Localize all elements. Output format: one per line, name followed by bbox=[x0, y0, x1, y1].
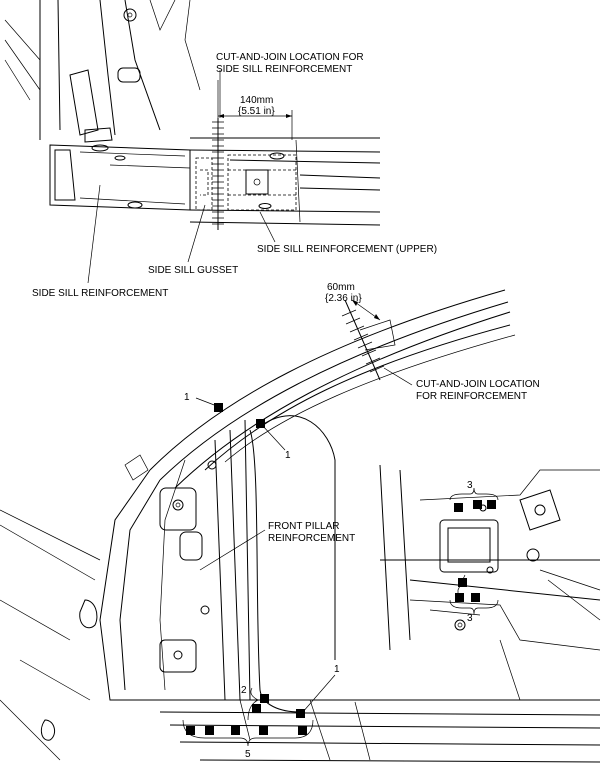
weld-spot bbox=[298, 726, 307, 735]
weld-spot bbox=[260, 694, 269, 703]
weld-spot bbox=[471, 593, 480, 602]
callout-5: 5 bbox=[245, 749, 251, 760]
weld-spot bbox=[259, 726, 268, 735]
cut-join-sill-label-2: SIDE SILL REINFORCEMENT bbox=[216, 64, 352, 75]
dim-140-mm: 140mm bbox=[240, 95, 273, 106]
dim-140-in: {5.51 in} bbox=[238, 106, 275, 117]
front-pillar-label-2: REINFORCEMENT bbox=[268, 533, 355, 544]
callout-1-upper-right: 1 bbox=[285, 450, 291, 461]
weld-spot bbox=[487, 500, 496, 509]
callout-3-top: 3 bbox=[467, 480, 473, 491]
weld-spot bbox=[214, 403, 223, 412]
callout-2: 2 bbox=[241, 685, 247, 696]
cut-join-sill-label-1: CUT-AND-JOIN LOCATION FOR bbox=[216, 52, 364, 63]
weld-spot bbox=[473, 500, 482, 509]
side-sill-drawing bbox=[4, 0, 381, 284]
front-pillar-labels: 60mm {2.36 in} CUT-AND-JOIN LOCATION FOR… bbox=[184, 282, 540, 760]
front-pillar-label-1: FRONT PILLAR bbox=[268, 521, 340, 532]
front-pillar-drawing bbox=[0, 289, 601, 763]
side-sill-gusset-label: SIDE SILL GUSSET bbox=[148, 265, 238, 276]
weld-spot bbox=[296, 709, 305, 718]
side-sill-reinf-upper-label: SIDE SILL REINFORCEMENT (UPPER) bbox=[257, 244, 437, 255]
weld-spot bbox=[454, 503, 463, 512]
weld-spot bbox=[231, 726, 240, 735]
callout-1-lower: 1 bbox=[334, 664, 340, 675]
dim-60-mm: 60mm bbox=[327, 282, 355, 293]
weld-spot bbox=[205, 726, 214, 735]
cut-join-reinf-label-1: CUT-AND-JOIN LOCATION bbox=[416, 379, 540, 390]
weld-spot bbox=[256, 419, 265, 428]
weld-spot-markers bbox=[186, 403, 496, 735]
cut-join-reinf-label-2: FOR REINFORCEMENT bbox=[416, 391, 527, 402]
callout-3-bottom: 3 bbox=[467, 613, 473, 624]
side-sill-labels: CUT-AND-JOIN LOCATION FOR SIDE SILL REIN… bbox=[32, 52, 437, 299]
weld-spot bbox=[455, 593, 464, 602]
weld-spot bbox=[252, 704, 261, 713]
weld-spot bbox=[186, 726, 195, 735]
side-sill-reinf-label: SIDE SILL REINFORCEMENT bbox=[32, 288, 168, 299]
weld-spot bbox=[458, 578, 467, 587]
callout-1-upper-left: 1 bbox=[184, 392, 190, 403]
dim-60-in: {2.36 in} bbox=[325, 293, 362, 304]
